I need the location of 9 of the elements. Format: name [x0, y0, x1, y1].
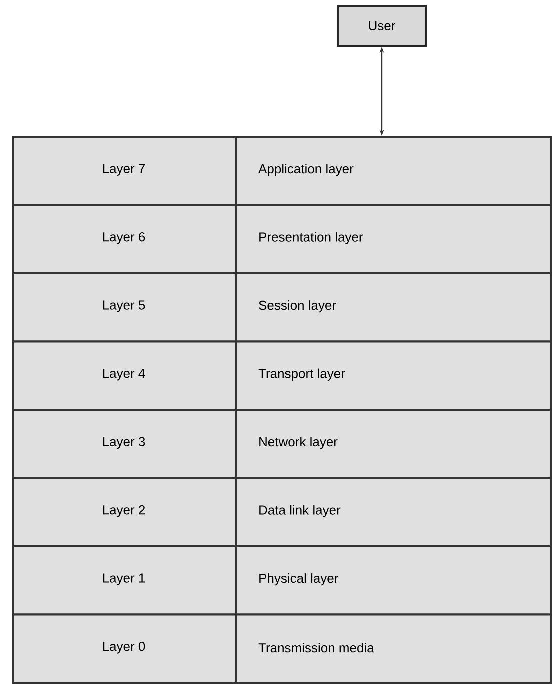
table-row: Layer 0 Transmission media — [12, 614, 552, 684]
table-row: Layer 2 Data link layer — [12, 477, 552, 548]
table-row: Layer 6 Presentation layer — [12, 204, 552, 274]
user-box: User — [337, 5, 427, 47]
table-row: Layer 5 Session layer — [12, 272, 552, 343]
table-row: Layer 7 Application layer — [12, 136, 552, 206]
table-row: Layer 4 Transport layer — [12, 340, 552, 411]
table-row: Layer 1 Physical layer — [12, 546, 552, 616]
table-row: Layer 3 Network layer — [12, 409, 552, 480]
